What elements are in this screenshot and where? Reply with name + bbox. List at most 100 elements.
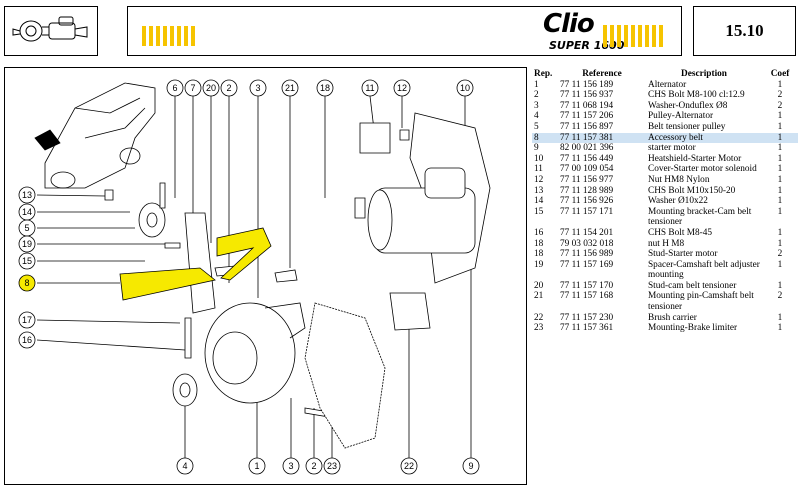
cell-ref: 77 11 157 170 xyxy=(560,280,614,291)
cell-desc: CHS Bolt M10x150-20 xyxy=(648,185,736,196)
cell-ref: 77 00 109 054 xyxy=(560,164,614,175)
cell-desc: Accessory belt xyxy=(646,132,762,144)
cell-ref: 77 11 157 168 xyxy=(560,291,614,302)
svg-text:15: 15 xyxy=(22,256,32,266)
callout-19: 19 xyxy=(18,235,36,253)
cell-coef: 2 xyxy=(777,291,783,302)
cell-ref: 77 11 157 171 xyxy=(560,206,614,217)
cell-coef: 1 xyxy=(777,121,783,132)
decorative-stripes-left xyxy=(142,26,198,46)
callout-22: 22 xyxy=(400,457,418,475)
svg-text:16: 16 xyxy=(22,335,32,345)
cell-desc: Washer Ø10x22 xyxy=(648,196,708,207)
callout-5: 5 xyxy=(18,219,36,237)
cell-desc: Pulley-Alternator xyxy=(648,111,714,122)
svg-text:3: 3 xyxy=(255,83,260,93)
svg-text:22: 22 xyxy=(404,461,414,471)
callout-1: 1 xyxy=(248,457,266,475)
cell-rep: 3 xyxy=(534,100,539,111)
starter-motor-illustration xyxy=(367,167,476,254)
svg-text:10: 10 xyxy=(460,83,470,93)
svg-text:5: 5 xyxy=(24,223,29,233)
cell-rep: 10 xyxy=(534,153,544,164)
cell-coef: 1 xyxy=(777,164,783,175)
cell-rep: 12 xyxy=(534,174,544,185)
cell-ref: 77 11 157 206 xyxy=(560,111,614,122)
callout-20: 20 xyxy=(202,79,220,97)
svg-text:17: 17 xyxy=(22,315,32,325)
callout-8: 8 xyxy=(18,274,36,292)
cell-rep: 4 xyxy=(534,111,539,122)
cell-coef: 1 xyxy=(777,323,783,334)
cell-coef: 1 xyxy=(777,143,783,154)
cell-coef: 1 xyxy=(777,280,783,291)
cell-ref: 77 11 157 381 xyxy=(558,132,646,144)
callout-12: 12 xyxy=(393,79,411,97)
cell-desc: Stud-cam belt tensioner xyxy=(648,280,737,291)
callout-11: 11 xyxy=(361,79,379,97)
svg-text:23: 23 xyxy=(327,461,337,471)
svg-text:3: 3 xyxy=(288,461,293,471)
cell-rep: 9 xyxy=(534,143,539,154)
col-description: Description xyxy=(681,69,727,79)
svg-text:13: 13 xyxy=(22,190,32,200)
accessory-belt-upper xyxy=(216,227,272,281)
cell-desc: Cover-Starter motor solenoid xyxy=(648,164,757,175)
svg-text:20: 20 xyxy=(206,83,216,93)
starter-thumbnail-box xyxy=(4,6,98,56)
callout-21: 21 xyxy=(281,79,299,97)
cell-ref: 77 11 068 194 xyxy=(560,100,614,111)
cell-coef: 1 xyxy=(777,174,783,185)
svg-text:8: 8 xyxy=(24,278,29,288)
page-number: 15.10 xyxy=(693,6,796,56)
alternator-illustration xyxy=(204,302,306,404)
car-icon xyxy=(34,82,156,189)
cell-rep: 5 xyxy=(534,121,539,132)
cell-ref: 77 11 157 230 xyxy=(560,312,614,323)
cell-rep: 14 xyxy=(534,196,544,207)
cell-desc: Spacer-Camshaft belt adjuster mounting xyxy=(648,259,760,281)
svg-text:12: 12 xyxy=(397,83,407,93)
cell-coef: 2 xyxy=(777,100,783,111)
callout-18: 18 xyxy=(316,79,334,97)
cell-ref: 82 00 021 396 xyxy=(560,143,614,154)
cell-desc: Alternator xyxy=(648,79,687,90)
cell-coef: 1 xyxy=(777,196,783,207)
cell-desc: Brush carrier xyxy=(648,312,697,323)
starter-motor-icon xyxy=(12,16,88,42)
cell-rep: 13 xyxy=(534,185,544,196)
cell-desc: Stud-Starter motor xyxy=(648,249,718,260)
cell-rep: 18 xyxy=(534,249,544,260)
callout-6: 6 xyxy=(166,79,184,97)
callout-10: 10 xyxy=(456,79,474,97)
cell-desc: Mounting pin-Camshaft belt tensioner xyxy=(648,291,754,313)
cell-rep: 15 xyxy=(534,206,544,217)
cell-ref: 77 11 156 937 xyxy=(560,90,614,101)
callout-2: 2 xyxy=(305,457,323,475)
callout-17: 17 xyxy=(18,311,36,329)
svg-text:6: 6 xyxy=(172,83,177,93)
